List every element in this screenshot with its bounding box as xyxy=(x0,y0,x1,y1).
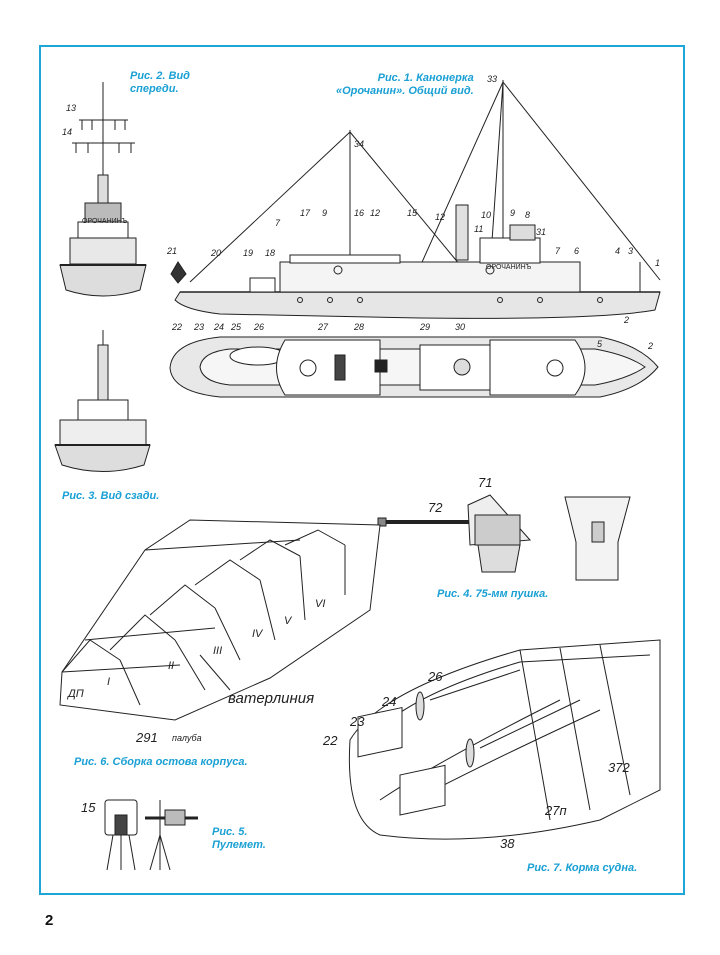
label-24: 24 xyxy=(214,322,225,332)
figure-frame xyxy=(39,45,685,895)
label-2a: 2 xyxy=(624,315,630,325)
frame-label-VI: VI xyxy=(315,598,326,610)
label-31: 31 xyxy=(536,227,547,237)
frame-label-I: I xyxy=(107,676,111,688)
ship-name-side: ОРОЧАНИНЪ xyxy=(486,264,532,271)
label-7a: 7 xyxy=(275,218,281,228)
label-25: 25 xyxy=(231,322,242,332)
label-waterline: ватерлиния xyxy=(228,690,315,707)
label-18: 18 xyxy=(265,248,276,258)
label-17: 17 xyxy=(300,208,311,218)
caption-fig6: Рис. 6. Сборка остова корпуса. xyxy=(74,756,248,768)
label-7-2: 72 xyxy=(428,500,443,515)
frame-label-V: V xyxy=(284,615,292,627)
label-23: 23 xyxy=(194,322,205,332)
ship-side-view-drawing xyxy=(170,80,661,319)
label-20: 20 xyxy=(211,248,222,258)
label-16: 16 xyxy=(354,208,365,218)
frame-label-III: III xyxy=(213,645,223,657)
label-26-stern: 26 xyxy=(428,669,443,684)
label-33: 33 xyxy=(487,74,498,84)
ship-name-front: ОРОЧАНИНЪ xyxy=(82,218,128,225)
label-13: 13 xyxy=(66,103,77,113)
label-6: 6 xyxy=(574,246,580,256)
label-15: 15 xyxy=(407,208,418,218)
label-38: 38 xyxy=(500,836,515,851)
front-view-drawing xyxy=(59,82,147,297)
ship-plan-view-drawing xyxy=(169,336,659,398)
label-9b: 9 xyxy=(510,208,516,218)
label-dp: ДП xyxy=(68,688,84,700)
label-3: 3 xyxy=(628,246,634,256)
label-30: 30 xyxy=(455,322,466,332)
label-7b: 7 xyxy=(555,246,561,256)
stern-drawing xyxy=(348,639,661,840)
label-12a: 12 xyxy=(370,208,381,218)
label-29: 29 xyxy=(420,322,431,332)
label-5: 5 xyxy=(597,339,603,349)
label-14: 14 xyxy=(62,127,73,137)
page-number: 2 xyxy=(45,912,54,929)
label-deck: палуба xyxy=(172,733,202,743)
label-9a: 9 xyxy=(322,208,328,218)
label-22: 22 xyxy=(172,322,183,332)
label-21: 21 xyxy=(167,246,178,256)
label-26: 26 xyxy=(254,322,265,332)
caption-fig2: Рис. 2. Вид спереди. xyxy=(130,70,190,95)
caption-fig4: Рис. 4. 75-мм пушка. xyxy=(437,588,549,600)
frame-label-IV: IV xyxy=(252,628,263,640)
label-19: 19 xyxy=(243,248,254,258)
frame-label-II: II xyxy=(168,660,175,672)
gun-drawing xyxy=(377,494,631,581)
caption-fig5: Рис. 5. Пулемет. xyxy=(212,826,266,851)
hull-frame-drawing xyxy=(59,519,381,721)
label-34: 34 xyxy=(354,139,365,149)
label-27p: 27п xyxy=(545,803,567,818)
label-1: 1 xyxy=(655,258,661,268)
caption-fig1: Рис. 1. Канонерка «Орочанин». Общий вид. xyxy=(336,72,474,97)
label-29-1: 291 xyxy=(136,730,158,745)
label-37-2: 372 xyxy=(608,760,630,775)
label-10: 10 xyxy=(481,210,492,220)
machine-gun-drawing xyxy=(104,799,198,871)
caption-fig7: Рис. 7. Корма судна. xyxy=(527,862,638,874)
rear-view-drawing xyxy=(54,330,151,472)
label-8: 8 xyxy=(525,210,531,220)
label-28: 28 xyxy=(354,322,365,332)
label-7-1: 71 xyxy=(478,475,493,490)
label-2b: 2 xyxy=(648,341,654,351)
label-23-stern: 23 xyxy=(350,714,365,729)
label-27: 27 xyxy=(318,322,329,332)
label-11: 11 xyxy=(474,224,484,234)
label-4: 4 xyxy=(615,246,621,256)
label-24-stern: 24 xyxy=(382,694,397,709)
label-15-mg: 15 xyxy=(81,800,96,815)
label-22-stern: 22 xyxy=(323,733,338,748)
caption-fig3: Рис. 3. Вид сзади. xyxy=(62,490,160,502)
label-12b: 12 xyxy=(435,212,446,222)
